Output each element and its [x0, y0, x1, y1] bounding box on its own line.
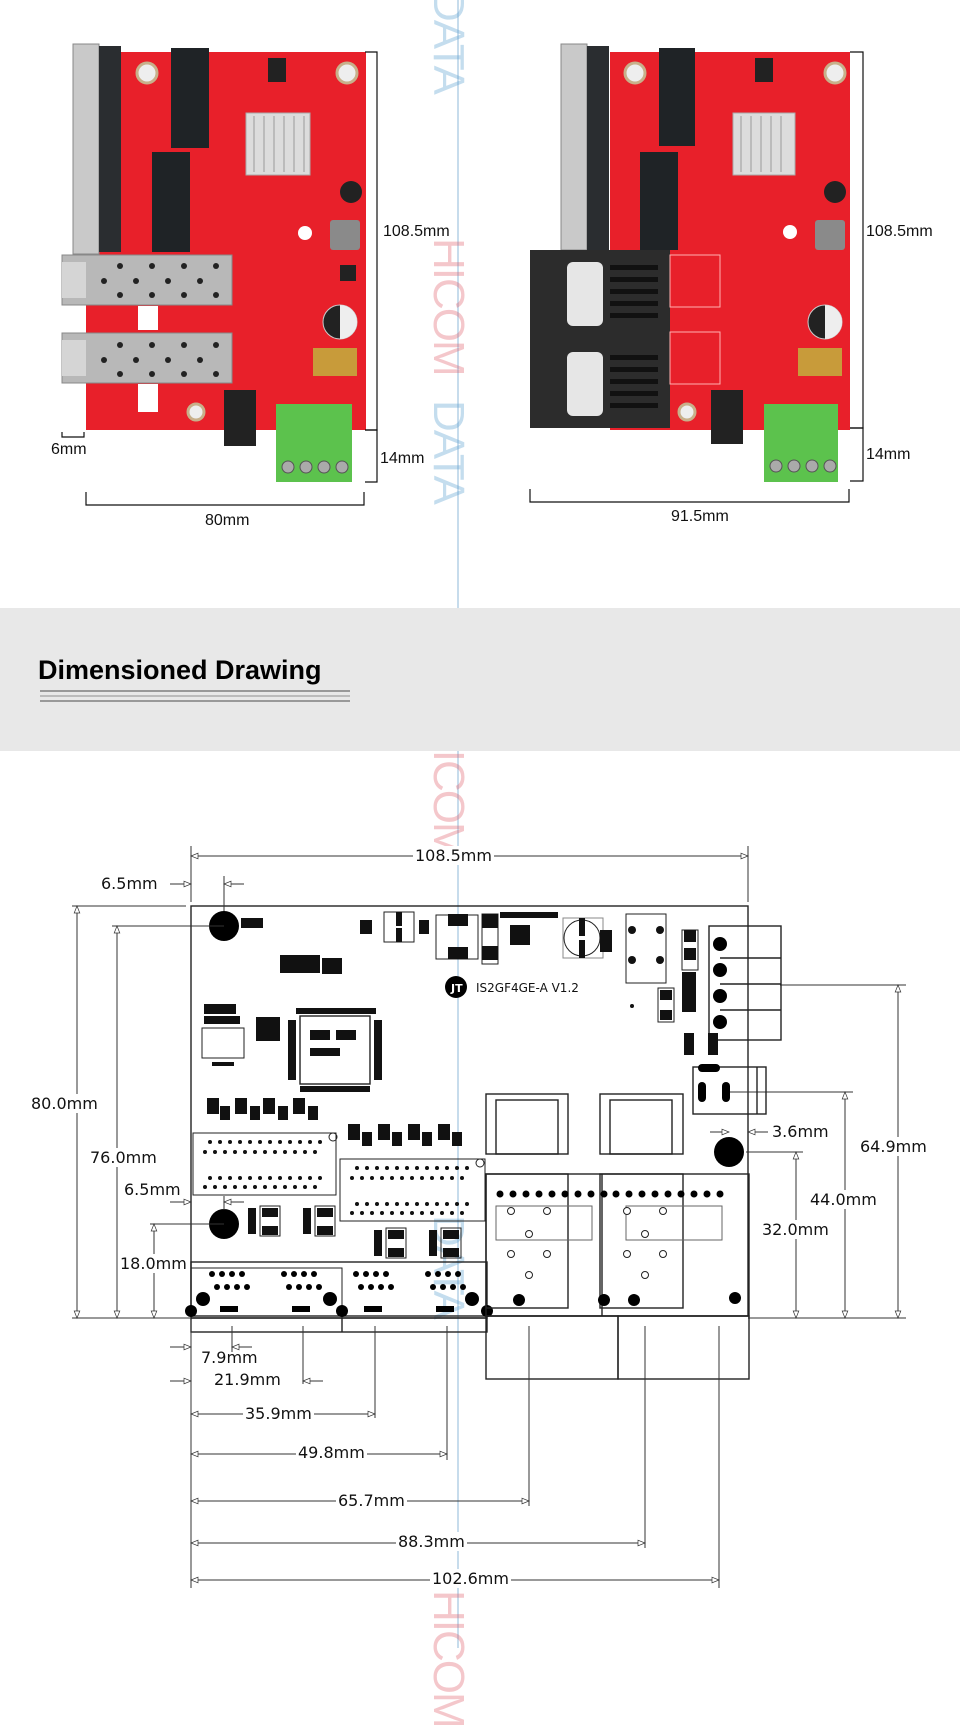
- board-photo-left: [61, 43, 378, 506]
- sfp-footprint-2: [669, 331, 721, 385]
- transformer-1: [171, 48, 209, 148]
- mount-hole: [186, 402, 206, 422]
- dc-jack: [711, 390, 743, 444]
- drawing-sfp-pins: [496, 1190, 741, 1306]
- rj45-metal: [72, 43, 100, 255]
- heatsink: [245, 112, 311, 176]
- right-height-label: 108.5mm: [866, 223, 933, 240]
- rj45-body: [99, 46, 121, 252]
- toroid-choke: [798, 348, 842, 376]
- drawing-board-label: IS2GF4GE-A V1.2: [476, 981, 579, 995]
- dim-label-x-65-7: 65.7mm: [336, 1491, 407, 1510]
- rj45-metal: [560, 43, 588, 251]
- board-outline: [190, 905, 749, 1317]
- left-height-label: 108.5mm: [383, 223, 450, 240]
- title-underline: [40, 700, 350, 702]
- heatsink: [732, 112, 796, 176]
- dimensioned-drawing: JT IS2GF4GE-A V1.2: [72, 846, 906, 1588]
- mount-hole: [623, 61, 647, 85]
- dim-label-hole-bottom-height: 18.0mm: [118, 1254, 189, 1273]
- drawing-magnetics-2: [339, 1158, 486, 1222]
- drawing-sfp-cages: [485, 1093, 750, 1380]
- sfp-cage-1: [61, 254, 233, 306]
- drawing-magnetics-1: [192, 1132, 338, 1196]
- dim-label-terminal-height: 64.9mm: [858, 1137, 929, 1156]
- title-underline: [40, 695, 350, 697]
- drawing-switch-chip: [201, 955, 382, 1092]
- drawing-terminal-block: [708, 925, 782, 1041]
- toroid-choke: [313, 348, 357, 376]
- drawing-magnetics-pins: [203, 1098, 469, 1259]
- mount-hole: [823, 61, 847, 85]
- dim-label-hole-offset-top: 6.5mm: [99, 874, 160, 893]
- dim-label-x-21-9: 21.9mm: [214, 1370, 281, 1389]
- jt-logo: [783, 225, 797, 239]
- dim-label-x-49-8: 49.8mm: [296, 1443, 367, 1462]
- section-title: Dimensioned Drawing: [38, 655, 322, 685]
- transformer-2: [152, 152, 190, 252]
- dim-label-hole-right-offset: 3.6mm: [770, 1122, 831, 1141]
- dim-label-x-102-6: 102.6mm: [430, 1569, 511, 1588]
- drawing-rj45-pins: [185, 1271, 493, 1317]
- left-width-label: 80mm: [205, 512, 250, 529]
- dim-label-x-7-9: 7.9mm: [201, 1348, 258, 1367]
- rj45-body: [587, 46, 609, 250]
- svg-text:JT: JT: [450, 982, 463, 995]
- drawing-dc-jack: [692, 1066, 767, 1115]
- inductor: [815, 220, 845, 250]
- jt-logo: [298, 226, 312, 240]
- dim-label-overall-height: 80.0mm: [29, 1094, 100, 1113]
- sfp-cage-2: [61, 332, 233, 384]
- transformer-1: [659, 48, 695, 146]
- board-photo-right: [529, 43, 864, 503]
- drawing-hole-right: [714, 1137, 744, 1167]
- dim-label-hole-right-height: 32.0mm: [760, 1220, 831, 1239]
- capacitor-small: [340, 181, 362, 203]
- dim-label-overall-width: 108.5mm: [413, 846, 494, 865]
- watermark-line: [457, 0, 459, 1648]
- capacitor-small: [824, 181, 846, 203]
- left-connector-depth-label: 14mm: [380, 450, 425, 467]
- dim-label-x-35-9: 35.9mm: [243, 1404, 314, 1423]
- mount-hole: [135, 61, 159, 85]
- drawing-jt-logo: [445, 976, 467, 998]
- dim-label-x-88-3: 88.3mm: [396, 1532, 467, 1551]
- sc-module-1: [530, 250, 670, 340]
- dc-jack: [224, 390, 256, 446]
- dim-label-hole-top-height: 76.0mm: [88, 1148, 159, 1167]
- left-overhang-label: 6mm: [51, 441, 87, 458]
- right-connector-depth-label: 14mm: [866, 446, 911, 463]
- title-underline: [40, 690, 350, 692]
- section-banner: Dimensioned Drawing: [0, 608, 960, 751]
- drawing-components-top: [241, 911, 718, 1055]
- dim-label-hole-offset-bottom: 6.5mm: [124, 1180, 181, 1199]
- dim-label-dc-jack-height: 44.0mm: [808, 1190, 879, 1209]
- mount-hole: [677, 402, 697, 422]
- sfp-footprint-1: [669, 254, 721, 308]
- drawing-rj45-block: [190, 1261, 488, 1333]
- mount-hole: [335, 61, 359, 85]
- inductor: [330, 220, 360, 250]
- sc-module-2: [530, 340, 670, 428]
- right-width-label: 91.5mm: [671, 508, 729, 525]
- transformer-2: [640, 152, 678, 250]
